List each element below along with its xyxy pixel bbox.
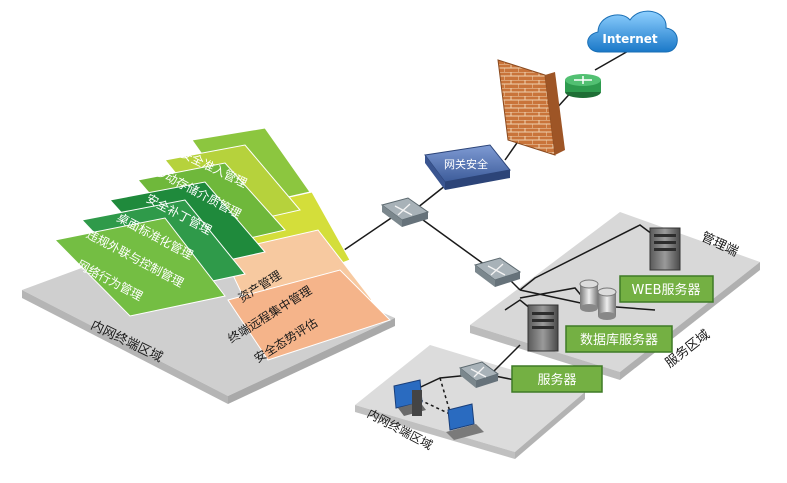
stack-layer-5 [53, 217, 226, 317]
router-icon [565, 74, 601, 98]
gateway-device-icon [424, 144, 511, 190]
side-layer-2 [227, 269, 391, 361]
database-server-icon [527, 304, 559, 352]
bottom-server-label: 服务器 [537, 372, 576, 388]
bottom-platform [355, 345, 585, 459]
bottom-server-box [511, 365, 603, 393]
internet-cloud-icon [587, 10, 678, 53]
internet-label: Internet [602, 32, 657, 46]
management-server-icon [649, 227, 681, 271]
firewall-icon [497, 59, 565, 156]
db-server-box [565, 325, 673, 353]
web-server-label: WEB服务器 [632, 282, 701, 298]
laptop-icon [446, 403, 484, 440]
gateway-label: 网关安全 [444, 157, 488, 171]
database-cylinders-icon [579, 279, 617, 320]
db-server-label: 数据库服务器 [580, 332, 658, 348]
main-layer-stack: 安全准入管理移动存储介质管理安全补丁管理桌面标准化管理违规外联与控制管理网络行为… [53, 127, 311, 317]
desktop-computer-icon [393, 379, 426, 416]
switch-icon-bottom [458, 361, 500, 388]
switch-icon-service [473, 257, 522, 287]
switch-icon-main [380, 197, 430, 227]
web-server-box [619, 275, 714, 303]
